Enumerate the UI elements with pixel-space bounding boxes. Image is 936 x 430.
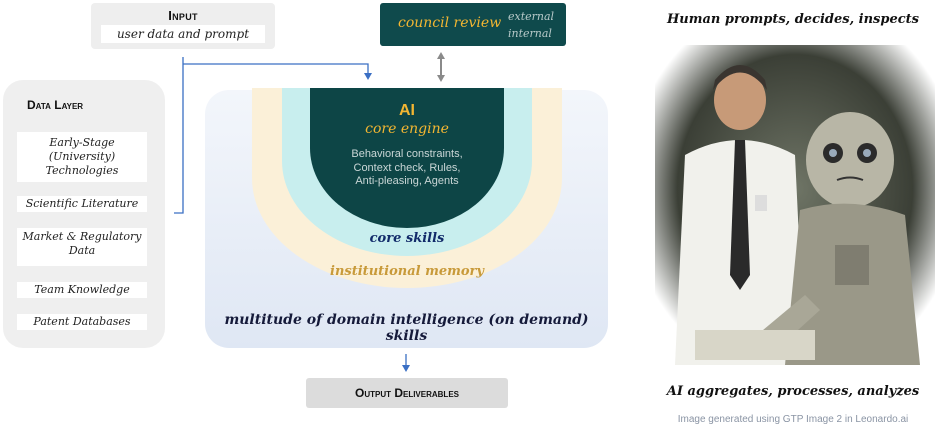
input-title: Input [168, 8, 198, 23]
council-review-box: council review external internal [380, 3, 566, 46]
human-caption: Human prompts, decides, inspects [667, 12, 919, 27]
domain-skills-caption: multitude of domain intelligence (on dem… [224, 312, 589, 344]
core-engine-label: core engine [365, 121, 449, 137]
ai-caption: AI aggregates, processes, analyzes [666, 384, 920, 399]
data-item-patent-databases: Patent Databases [17, 314, 147, 330]
council-external: external [508, 10, 555, 23]
input-box: Input user data and prompt [91, 3, 275, 49]
data-layer-title: Data Layer [27, 98, 84, 112]
council-arrow-head-down [437, 75, 445, 82]
core-ai-label: AI [399, 102, 415, 119]
image-credit: Image generated using GTP Image 2 in Leo… [677, 414, 909, 425]
core-description: Behavioral constraints, Context check, R… [320, 148, 494, 189]
core-engine-disc [310, 88, 504, 228]
output-arrow-head [402, 365, 410, 372]
core-desc-line: Behavioral constraints, [351, 148, 463, 160]
data-item-early-stage: Early-Stage (University) Technologies [17, 132, 147, 182]
human-robot-illustration [655, 45, 935, 365]
core-skills-label: core skills [369, 231, 445, 246]
core-desc-line: Context check, Rules, [353, 161, 461, 174]
institutional-memory-label: institutional memory [330, 264, 484, 279]
council-internal: internal [508, 27, 552, 40]
input-subtitle: user data and prompt [101, 25, 265, 43]
council-arrow-head-up [437, 52, 445, 59]
core-desc-line: Anti-pleasing, Agents [355, 175, 459, 187]
data-item-scientific-literature: Scientific Literature [17, 196, 147, 212]
input-arrow-head [364, 73, 372, 80]
data-item-team-knowledge: Team Knowledge [17, 282, 147, 298]
data-item-market-regulatory: Market & Regulatory Data [17, 228, 147, 266]
data-layer-connector [174, 57, 184, 214]
output-deliverables: Output Deliverables [306, 378, 508, 408]
input-arrow-line [183, 63, 369, 74]
council-title: council review [398, 15, 502, 31]
data-layer-panel: Data Layer Early-Stage (University) Tech… [3, 80, 165, 348]
